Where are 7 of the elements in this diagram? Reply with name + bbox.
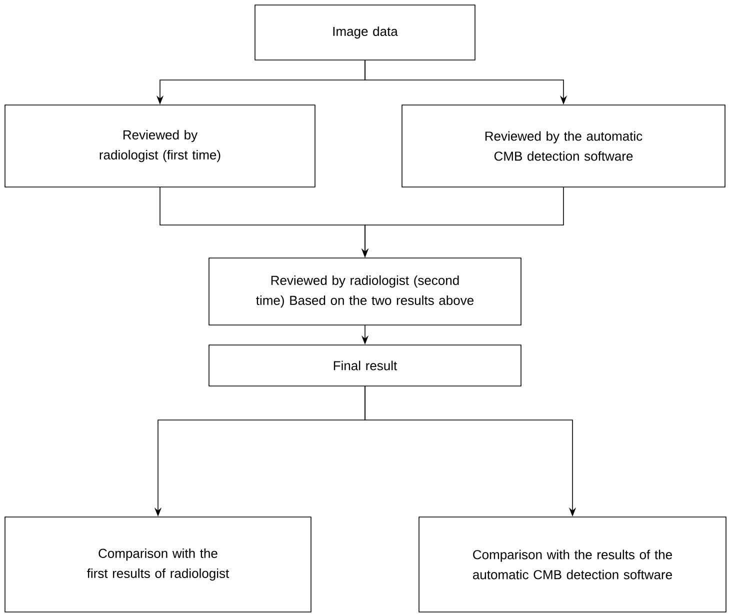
process-box: Final result [208,344,522,386]
process-box: Comparison with the results of the automatic CMB detection software [418,516,726,612]
process-box: Comparison with the first results of radiologist [4,516,312,612]
process-box: Reviewed by radiologist (first time) [4,104,316,188]
process-box: Image data [254,4,476,60]
process-box: Reviewed by radiologist (second time) Based on the two results above [208,258,522,326]
process-box: Reviewed by the automatic CMB detection software [402,104,726,188]
